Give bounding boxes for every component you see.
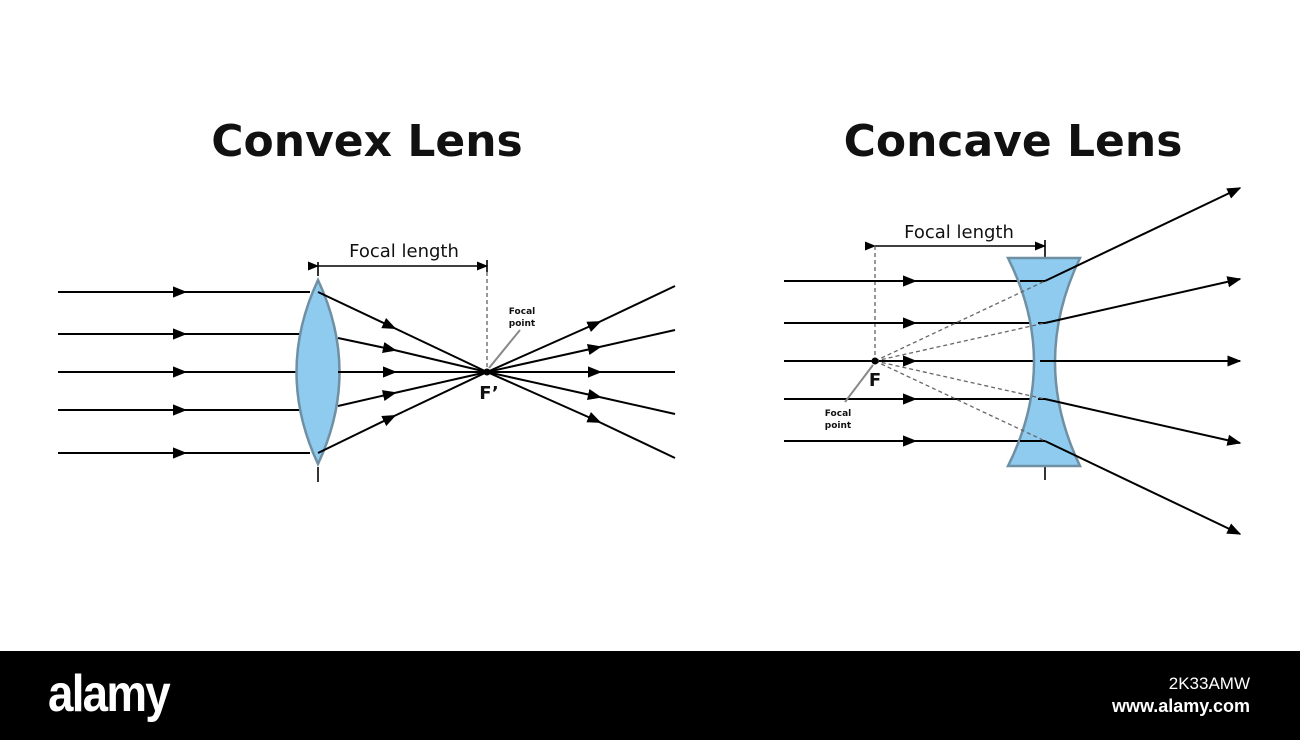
concave-focal-point-label-2: point [825, 421, 852, 431]
convex-ray-conv-4b [389, 371, 488, 395]
convex-diverging-rays [486, 285, 676, 459]
alamy-logo: alamy [48, 665, 171, 723]
convex-ray-out-2a [486, 344, 602, 373]
concave-focus-label: F [869, 370, 881, 391]
convex-ray-conv-1b [389, 325, 488, 373]
site-url: www.alamy.com [1111, 696, 1250, 716]
concave-focal-length-dimension: Focal length [864, 222, 1047, 480]
convex-focus-label: F’ [479, 383, 498, 404]
convex-focal-length-dimension: Focal length [307, 241, 489, 372]
concave-virtual-rays [874, 280, 1046, 442]
convex-ray-out-5b [594, 419, 676, 459]
concave-focal-point-dot [871, 357, 879, 365]
convex-ray-conv-1a [317, 291, 397, 329]
concave-title: Concave Lens [844, 116, 1183, 167]
concave-virtual-ray-5 [874, 360, 1046, 442]
convex-ray-conv-4a [337, 390, 397, 407]
convex-ray-out-1b [594, 285, 676, 325]
concave-ray-out-1 [1044, 187, 1242, 282]
convex-incoming-rays [58, 286, 310, 459]
convex-focal-point-dot [483, 368, 491, 376]
convex-ray-conv-5b [389, 371, 488, 419]
concave-virtual-ray-2 [874, 322, 1046, 362]
convex-converging-rays [317, 291, 488, 454]
concave-ray-out-5 [1044, 440, 1242, 535]
convex-ray-out-4a [486, 371, 602, 400]
concave-incoming-rays [784, 275, 1045, 447]
concave-focal-point-label-1: Focal [825, 409, 851, 419]
convex-ray-conv-5a [317, 414, 397, 454]
concave-diverging-rays [1044, 187, 1242, 535]
convex-focal-point-label-1: Focal [509, 307, 535, 317]
watermark-footer [0, 651, 1300, 740]
concave-ray-out-2 [1044, 276, 1242, 324]
image-id: 2K33AMW [1168, 674, 1250, 693]
convex-focal-point-label-2: point [509, 319, 536, 329]
concave-ray-out-4 [1044, 398, 1242, 446]
convex-lens [295, 277, 341, 467]
convex-ray-conv-2b [389, 348, 488, 373]
convex-title: Convex Lens [211, 116, 522, 167]
concave-lens-panel: Concave Lens Focal length [784, 116, 1242, 535]
convex-focal-point-leader [488, 329, 521, 369]
concave-focal-point-leader [844, 364, 874, 403]
concave-focal-length-label: Focal length [904, 222, 1014, 243]
convex-ray-out-2b [594, 329, 676, 349]
convex-lens-panel: Convex Lens Focal length [58, 116, 676, 482]
concave-virtual-ray-4 [874, 360, 1046, 400]
concave-virtual-ray-1 [874, 280, 1046, 362]
convex-focal-length-label: Focal length [349, 241, 459, 262]
convex-ray-conv-2a [337, 337, 397, 354]
convex-ray-out-5a [486, 371, 602, 423]
convex-ray-out-4b [594, 395, 676, 415]
convex-ray-out-1a [486, 321, 602, 373]
